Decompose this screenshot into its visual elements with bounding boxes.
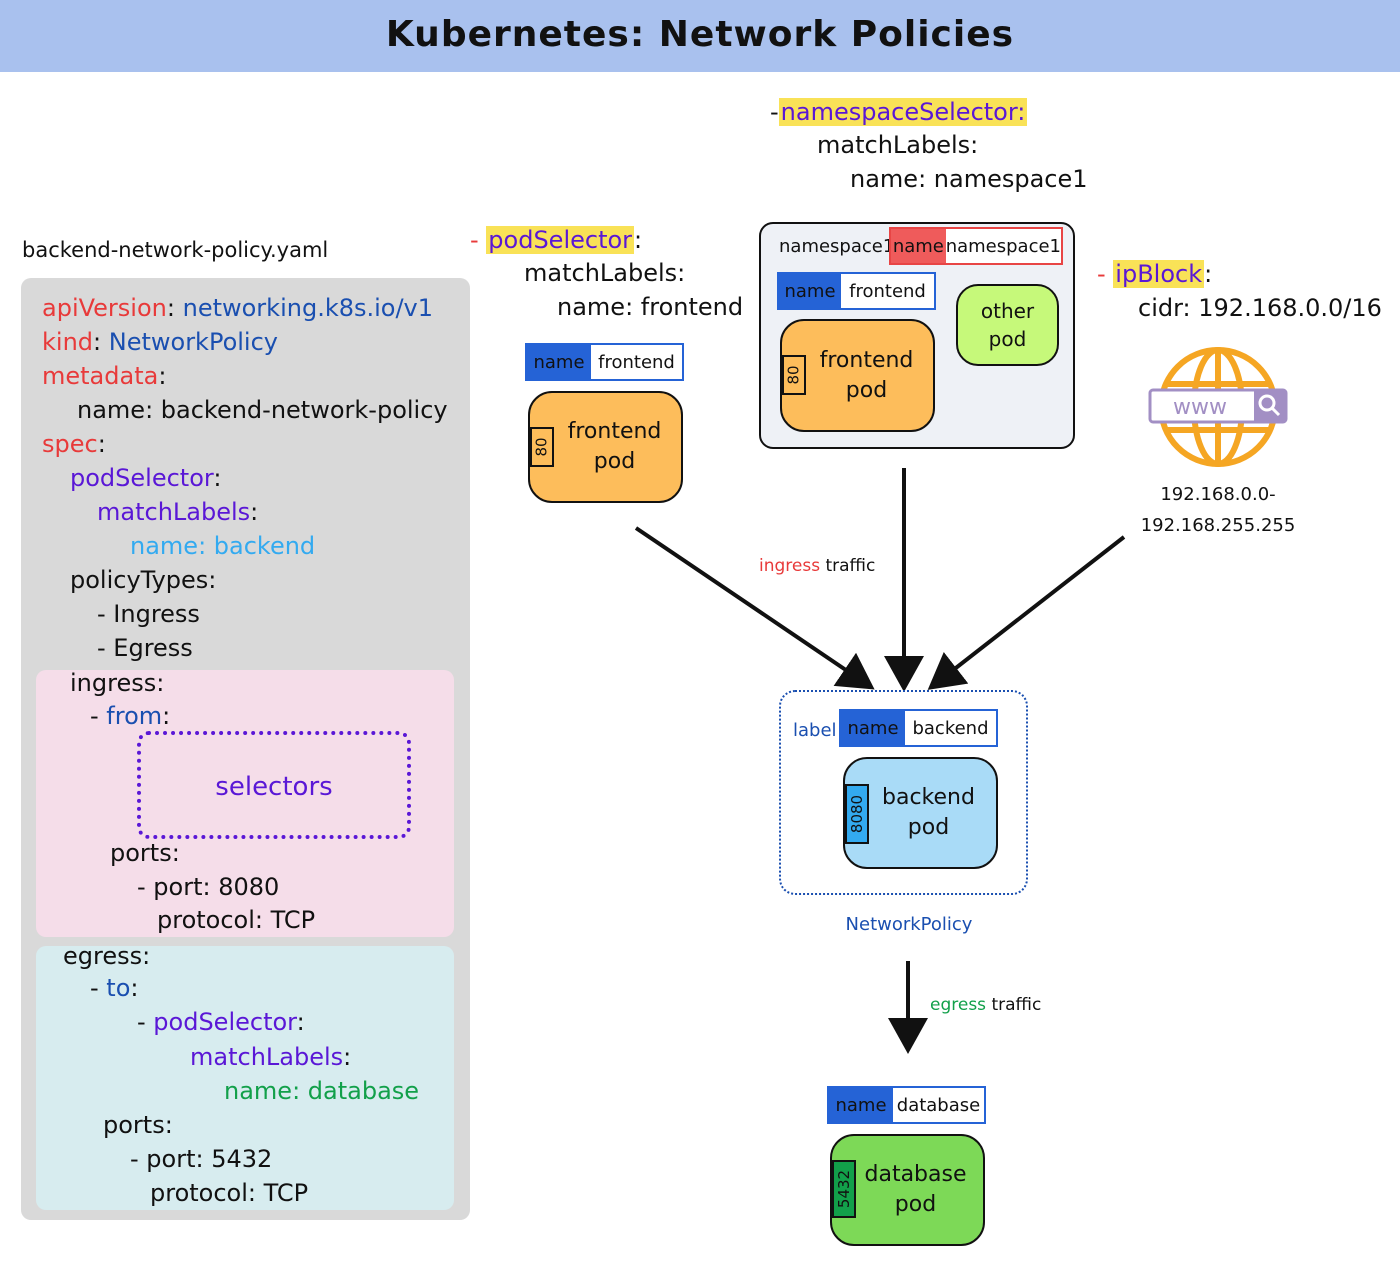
yaml-policy-ingress: - Ingress xyxy=(97,600,200,628)
pod-label: backend pod xyxy=(882,785,975,840)
ingress-section xyxy=(36,670,454,937)
backend-port: 8080 xyxy=(845,784,869,844)
label-caption: label xyxy=(793,720,837,741)
pod-label: frontend pod xyxy=(819,347,914,403)
www-text: www xyxy=(1173,395,1227,420)
title-bar xyxy=(0,0,1400,72)
pod-label: database pod xyxy=(864,1162,967,1217)
namespace-name: namespace1 xyxy=(779,236,895,257)
network-policy-caption: NetworkPolicy xyxy=(845,914,973,935)
yaml-ingress-ports: ports: xyxy=(110,839,180,867)
yaml-ingress-port: - port: 8080 xyxy=(137,873,280,901)
ns-frontend-port: 80 xyxy=(782,355,806,395)
label-value: namespace1 xyxy=(945,229,1061,263)
ns-frontend-label-tag: name frontend xyxy=(777,272,936,310)
pod-label: other pod xyxy=(980,299,1035,351)
yaml-apiversion: apiVersion: networking.k8s.io/v1 xyxy=(42,294,434,322)
yaml-egress-match-name: name: database xyxy=(224,1077,420,1105)
yaml-egress: egress: xyxy=(63,942,151,970)
pod-label: frontend pod xyxy=(567,419,662,474)
frontend-pod: frontend pod xyxy=(528,391,683,503)
database-label-tag: name database xyxy=(827,1086,986,1124)
yaml-to: - to: xyxy=(90,974,139,1002)
label-key: name xyxy=(779,274,841,308)
yaml-spec: spec: xyxy=(42,430,106,458)
label-value: frontend xyxy=(841,274,934,308)
yaml-ingress-protocol: protocol: TCP xyxy=(157,906,316,934)
podselector-matchlabels: matchLabels: xyxy=(524,259,686,287)
yaml-metadata-name: name: backend-network-policy xyxy=(77,396,448,424)
selectors-placeholder-box xyxy=(137,731,411,839)
network-policy-box xyxy=(779,690,1028,895)
namespaceselector-heading: -namespaceSelector: xyxy=(770,98,1028,126)
yaml-egress-podselector: - podSelector: xyxy=(137,1008,305,1036)
ip-range-start: 192.168.0.0- xyxy=(1160,484,1276,505)
selectors-label: selectors xyxy=(215,772,333,802)
yaml-matchlabels: matchLabels: xyxy=(97,498,259,526)
ipblock-heading: - ipBlock: xyxy=(1097,260,1213,288)
label-value: backend xyxy=(905,711,996,745)
yaml-egress-protocol: protocol: TCP xyxy=(150,1179,309,1207)
yaml-match-name: name: backend xyxy=(130,532,316,560)
yaml-filename: backend-network-policy.yaml xyxy=(22,238,329,262)
yaml-from: - from: xyxy=(90,702,171,730)
yaml-podselector: podSelector: xyxy=(70,464,222,492)
namespaceselector-matchlabels: matchLabels: xyxy=(817,131,979,159)
yaml-ingress: ingress: xyxy=(70,669,165,697)
label-value: database xyxy=(893,1088,984,1122)
yaml-egress-matchlabels: matchLabels: xyxy=(190,1043,352,1071)
yaml-kind: kind: NetworkPolicy xyxy=(42,328,278,356)
label-value: frontend xyxy=(591,345,682,379)
yaml-policytypes: policyTypes: xyxy=(70,566,217,594)
egress-section xyxy=(36,946,454,1210)
database-port: 5432 xyxy=(832,1160,856,1218)
yaml-egress-ports: ports: xyxy=(103,1111,173,1139)
other-pod: other pod xyxy=(956,284,1059,366)
label-key: name xyxy=(891,229,946,263)
ipblock-cidr: cidr: 192.168.0.0/16 xyxy=(1138,294,1382,322)
arrow-from-ipblock xyxy=(927,535,1126,690)
ingress-traffic-label: ingress traffic xyxy=(759,556,876,576)
podselector-name: name: frontend xyxy=(557,293,744,321)
label-key: name xyxy=(527,345,591,379)
yaml-policy-egress: - Egress xyxy=(97,634,193,662)
namespaceselector-name: name: namespace1 xyxy=(850,165,1088,193)
search-icon xyxy=(1258,394,1276,412)
ip-range-end: 192.168.255.255 xyxy=(1140,515,1296,536)
globe-www-icon: www xyxy=(1148,347,1288,467)
yaml-metadata: metadata: xyxy=(42,362,167,390)
podselector-heading: - podSelector: xyxy=(470,226,643,254)
label-key: name xyxy=(829,1088,893,1122)
frontend-port: 80 xyxy=(530,427,554,467)
backend-label-tag: name backend xyxy=(839,709,998,747)
yaml-egress-port: - port: 5432 xyxy=(130,1145,273,1173)
arrow-from-podselector xyxy=(634,526,875,690)
label-key: name xyxy=(841,711,905,745)
page-title: Kubernetes: Network Policies xyxy=(385,14,1015,55)
egress-traffic-label: egress traffic xyxy=(930,995,1042,1015)
frontend-label-tag: name frontend xyxy=(525,343,684,381)
namespace-label-tag: name namespace1 xyxy=(889,227,1063,265)
